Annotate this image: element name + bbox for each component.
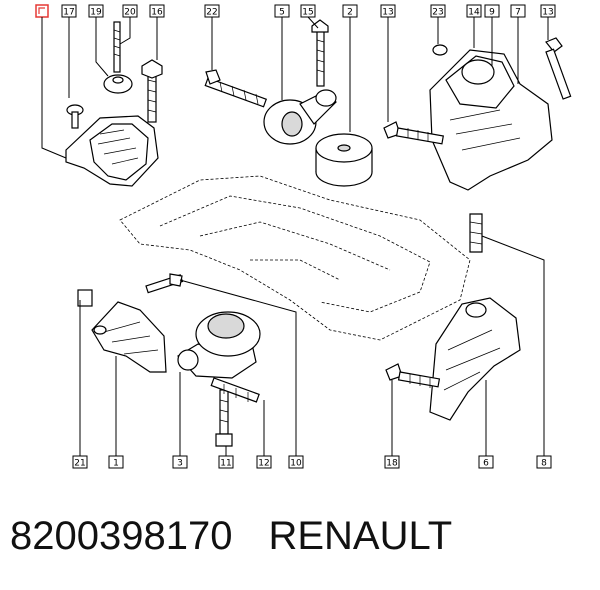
- callout-8: 8: [536, 455, 552, 469]
- callout-19: 19: [88, 4, 104, 18]
- callout-10: 10: [288, 455, 304, 469]
- callout-18-text: 18: [386, 459, 398, 469]
- part-number: 8200398170: [10, 514, 233, 558]
- engine-mount-left: [65, 21, 163, 187]
- callout-2-text: 2: [347, 8, 353, 18]
- callout-23: 23: [430, 4, 446, 18]
- rubber-cylinder: [315, 133, 373, 187]
- callout-5: 5: [274, 4, 290, 18]
- callout-6: 6: [478, 455, 494, 469]
- callout-10-text: 10: [290, 459, 302, 469]
- callout-13-b-text: 13: [542, 8, 553, 18]
- callout-6-text: 6: [483, 459, 489, 469]
- callout-16-text: 16: [151, 8, 163, 18]
- callout-labels: 17 19 20 16 22 5 15 2 13 23 14 9 7 13 21…: [61, 4, 556, 469]
- callout-22-text: 22: [206, 8, 217, 18]
- red-marker-icon: [35, 4, 49, 18]
- callout-1: 1: [108, 455, 124, 469]
- bracket-top-right: [383, 37, 572, 253]
- callout-14-text: 14: [468, 8, 480, 18]
- callout-12: 12: [256, 455, 272, 469]
- callout-3: 3: [172, 455, 188, 469]
- red-marker-glyph: [38, 7, 45, 14]
- callout-8-text: 8: [541, 459, 547, 469]
- callout-21: 21: [72, 455, 88, 469]
- exploded-parts-diagram: 17 19 20 16 22 5 15 2 13 23 14 9 7 13 21…: [35, 4, 572, 469]
- brand-name: RENAULT: [268, 514, 453, 558]
- callout-13-a: 13: [380, 4, 396, 18]
- callout-13-a-text: 13: [382, 8, 393, 18]
- subframe-outline: [119, 175, 471, 341]
- callout-14: 14: [466, 4, 482, 18]
- callout-7: 7: [510, 4, 526, 18]
- callout-20-text: 20: [124, 8, 136, 18]
- callout-15-text: 15: [302, 8, 313, 18]
- bracket-bottom-left: [77, 289, 167, 373]
- callout-16: 16: [149, 4, 165, 18]
- callout-1-text: 1: [113, 459, 119, 469]
- callout-3-text: 3: [177, 459, 183, 469]
- callout-5-text: 5: [279, 8, 285, 18]
- callout-20: 20: [122, 4, 138, 18]
- bracket-bottom-right: [385, 297, 521, 421]
- callout-9: 9: [484, 4, 500, 18]
- part-caption: 8200398170 RENAULT: [10, 514, 590, 570]
- callout-19-text: 19: [90, 8, 102, 18]
- callout-2: 2: [342, 4, 358, 18]
- callout-22: 22: [204, 4, 220, 18]
- leader-lines: [41, 16, 549, 456]
- torque-rod-top: [204, 19, 337, 145]
- callout-11: 11: [218, 455, 234, 469]
- callout-13-b: 13: [540, 4, 556, 18]
- callout-18: 18: [384, 455, 400, 469]
- callout-23-text: 23: [432, 8, 443, 18]
- callout-11-text: 11: [220, 459, 231, 469]
- torque-rod-bottom: [145, 273, 261, 447]
- callout-12-text: 12: [258, 459, 269, 469]
- callout-17-text: 17: [63, 8, 74, 18]
- callout-17: 17: [61, 4, 77, 18]
- callout-7-text: 7: [515, 8, 521, 18]
- callout-9-text: 9: [489, 8, 495, 18]
- callout-21-text: 21: [74, 459, 85, 469]
- callout-15: 15: [300, 4, 316, 18]
